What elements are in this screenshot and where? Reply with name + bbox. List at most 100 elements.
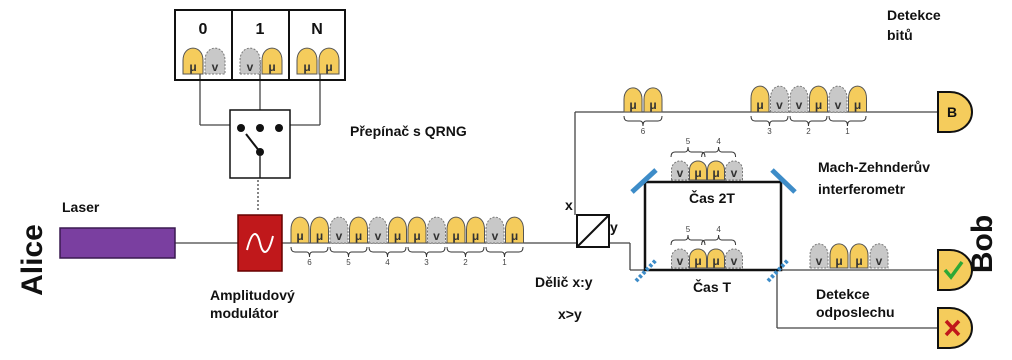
- detector-b: B: [937, 91, 973, 133]
- bit-rest-pulse-0-symbol: μ: [756, 98, 763, 112]
- modulator-label-2: modulátor: [210, 305, 279, 321]
- bit-rest-pulse-4: [828, 85, 848, 113]
- bit-first-group-brace: [623, 115, 663, 127]
- bit-rest-pulse-1: [770, 85, 789, 113]
- bob-label: Bob: [966, 215, 999, 273]
- bit-first-pulse-0-symbol: μ: [629, 98, 636, 112]
- arm-2t-pulse-1: [689, 160, 707, 181]
- out-pulse-2: [849, 243, 869, 269]
- mirror-top-right: [770, 168, 797, 194]
- bits-label-1: Detekce: [887, 7, 941, 23]
- main-pulse-7-symbol: v: [433, 229, 440, 243]
- main-pulse-2-symbol: v: [336, 229, 343, 243]
- main-group-0-brace: [290, 246, 329, 258]
- detector-eavesdrop: [937, 307, 973, 349]
- bit-first-pulse-0: [623, 87, 643, 113]
- detector-correct: [937, 249, 973, 291]
- main-group-4-brace: [446, 246, 485, 258]
- main-group-0-number: 6: [307, 258, 312, 267]
- main-pulse-0-symbol: μ: [296, 229, 303, 243]
- main-pulse-8: [446, 216, 466, 244]
- state-1-pulse-0-symbol: v: [247, 60, 254, 74]
- arm-t-pulse-2: [707, 248, 725, 269]
- main-pulse-9-symbol: μ: [472, 229, 479, 243]
- arm-t-group-1-brace: [701, 234, 737, 246]
- main-pulse-0: [290, 216, 310, 244]
- eaves-label-1: Detekce: [816, 286, 870, 302]
- bit-rest-pulse-5-symbol: μ: [854, 98, 861, 112]
- bit-rest-pulse-1-symbol: v: [776, 98, 783, 112]
- cross-icon: [944, 319, 961, 337]
- bit-rest-group-1-brace: [789, 115, 828, 127]
- arm-2t-group-0-brace: [670, 146, 706, 158]
- out-pulse-0-symbol: v: [816, 254, 823, 268]
- arm-t-group-0-brace: [670, 234, 706, 246]
- alice-label: Alice: [16, 224, 49, 296]
- state-0-pulse-0: [182, 47, 204, 75]
- bit-rest-group-0-number: 3: [767, 127, 772, 136]
- arm-2t-pulse-3-symbol: v: [731, 166, 738, 180]
- mz-label-1: Mach-Zehnderův: [818, 159, 930, 175]
- main-pulse-8-symbol: μ: [452, 229, 459, 243]
- arm-2t-pulse-2-symbol: μ: [712, 166, 719, 180]
- arm-2t-pulse-0-symbol: v: [677, 166, 684, 180]
- arm-t-group-1-number: 4: [716, 225, 721, 234]
- arm-t-pulse-3-symbol: v: [731, 254, 738, 268]
- check-icon: [943, 260, 964, 280]
- arm-t-group-0-number: 5: [686, 225, 691, 234]
- port-y-label: y: [610, 219, 618, 235]
- mach-zehnder-interferometer: Čas 2T Čas T Mach-Zehnderův interferomet…: [630, 159, 930, 295]
- arm-t-pulse-1-symbol: μ: [694, 254, 701, 268]
- splitter-label-2: x>y: [558, 306, 582, 322]
- main-pulse-9: [466, 216, 485, 244]
- arm-t-pulse-1: [689, 248, 707, 269]
- port-x-label: x: [565, 197, 573, 213]
- bit-rest-pulse-3-symbol: μ: [815, 98, 822, 112]
- beam-splitter: x y Dělič x:y x>y: [535, 197, 618, 322]
- time-2t-label: Čas 2T: [689, 189, 735, 206]
- state-0-label: 0: [199, 21, 208, 38]
- main-pulse-5-symbol: μ: [394, 229, 401, 243]
- main-pulse-5: [388, 216, 407, 244]
- time-t-label: Čas T: [693, 278, 732, 295]
- main-pulse-3-symbol: μ: [355, 229, 362, 243]
- state-0-pulse-1: [204, 47, 226, 75]
- out-pulse-1: [829, 243, 849, 269]
- bits-label-2: bitů: [887, 27, 913, 43]
- state-2-pulse-0-symbol: μ: [303, 60, 310, 74]
- arm-2t-group-0-number: 5: [686, 137, 691, 146]
- state-0-pulse-1-symbol: v: [212, 60, 219, 74]
- out-pulse-2-symbol: μ: [855, 254, 862, 268]
- main-group-5-brace: [485, 246, 524, 258]
- main-pulse-6: [407, 216, 427, 244]
- bit-rest-pulse-5: [848, 85, 867, 113]
- main-group-3-number: 3: [424, 258, 429, 267]
- main-group-5-number: 1: [502, 258, 507, 267]
- arm-2t-pulse-2: [707, 160, 725, 181]
- main-pulse-7: [427, 216, 446, 244]
- bit-rest-pulse-0: [750, 85, 770, 113]
- main-pulse-4: [368, 216, 388, 244]
- arm-2t-group-1-number: 4: [716, 137, 721, 146]
- main-pulse-11: [505, 216, 524, 244]
- bit-first-group-number: 6: [641, 127, 646, 136]
- laser-label: Laser: [62, 199, 100, 215]
- bit-rest-pulse-3: [809, 85, 828, 113]
- state-0-pulse-0-symbol: μ: [189, 60, 196, 74]
- bit-rest-pulse-2: [789, 85, 809, 113]
- arm-t-pulse-3: [725, 248, 743, 269]
- bit-rest-group-2-number: 1: [845, 127, 850, 136]
- main-pulse-1-symbol: μ: [316, 229, 323, 243]
- main-group-2-number: 4: [385, 258, 390, 267]
- state-2-pulse-0: [296, 47, 318, 75]
- main-pulse-1: [310, 216, 329, 244]
- main-pulse-10: [485, 216, 505, 244]
- arm-2t-pulse-0: [671, 160, 689, 181]
- state-1-pulse-1-symbol: μ: [268, 60, 275, 74]
- main-pulse-11-symbol: μ: [511, 229, 518, 243]
- switch-label: Přepínač s QRNG: [350, 123, 467, 139]
